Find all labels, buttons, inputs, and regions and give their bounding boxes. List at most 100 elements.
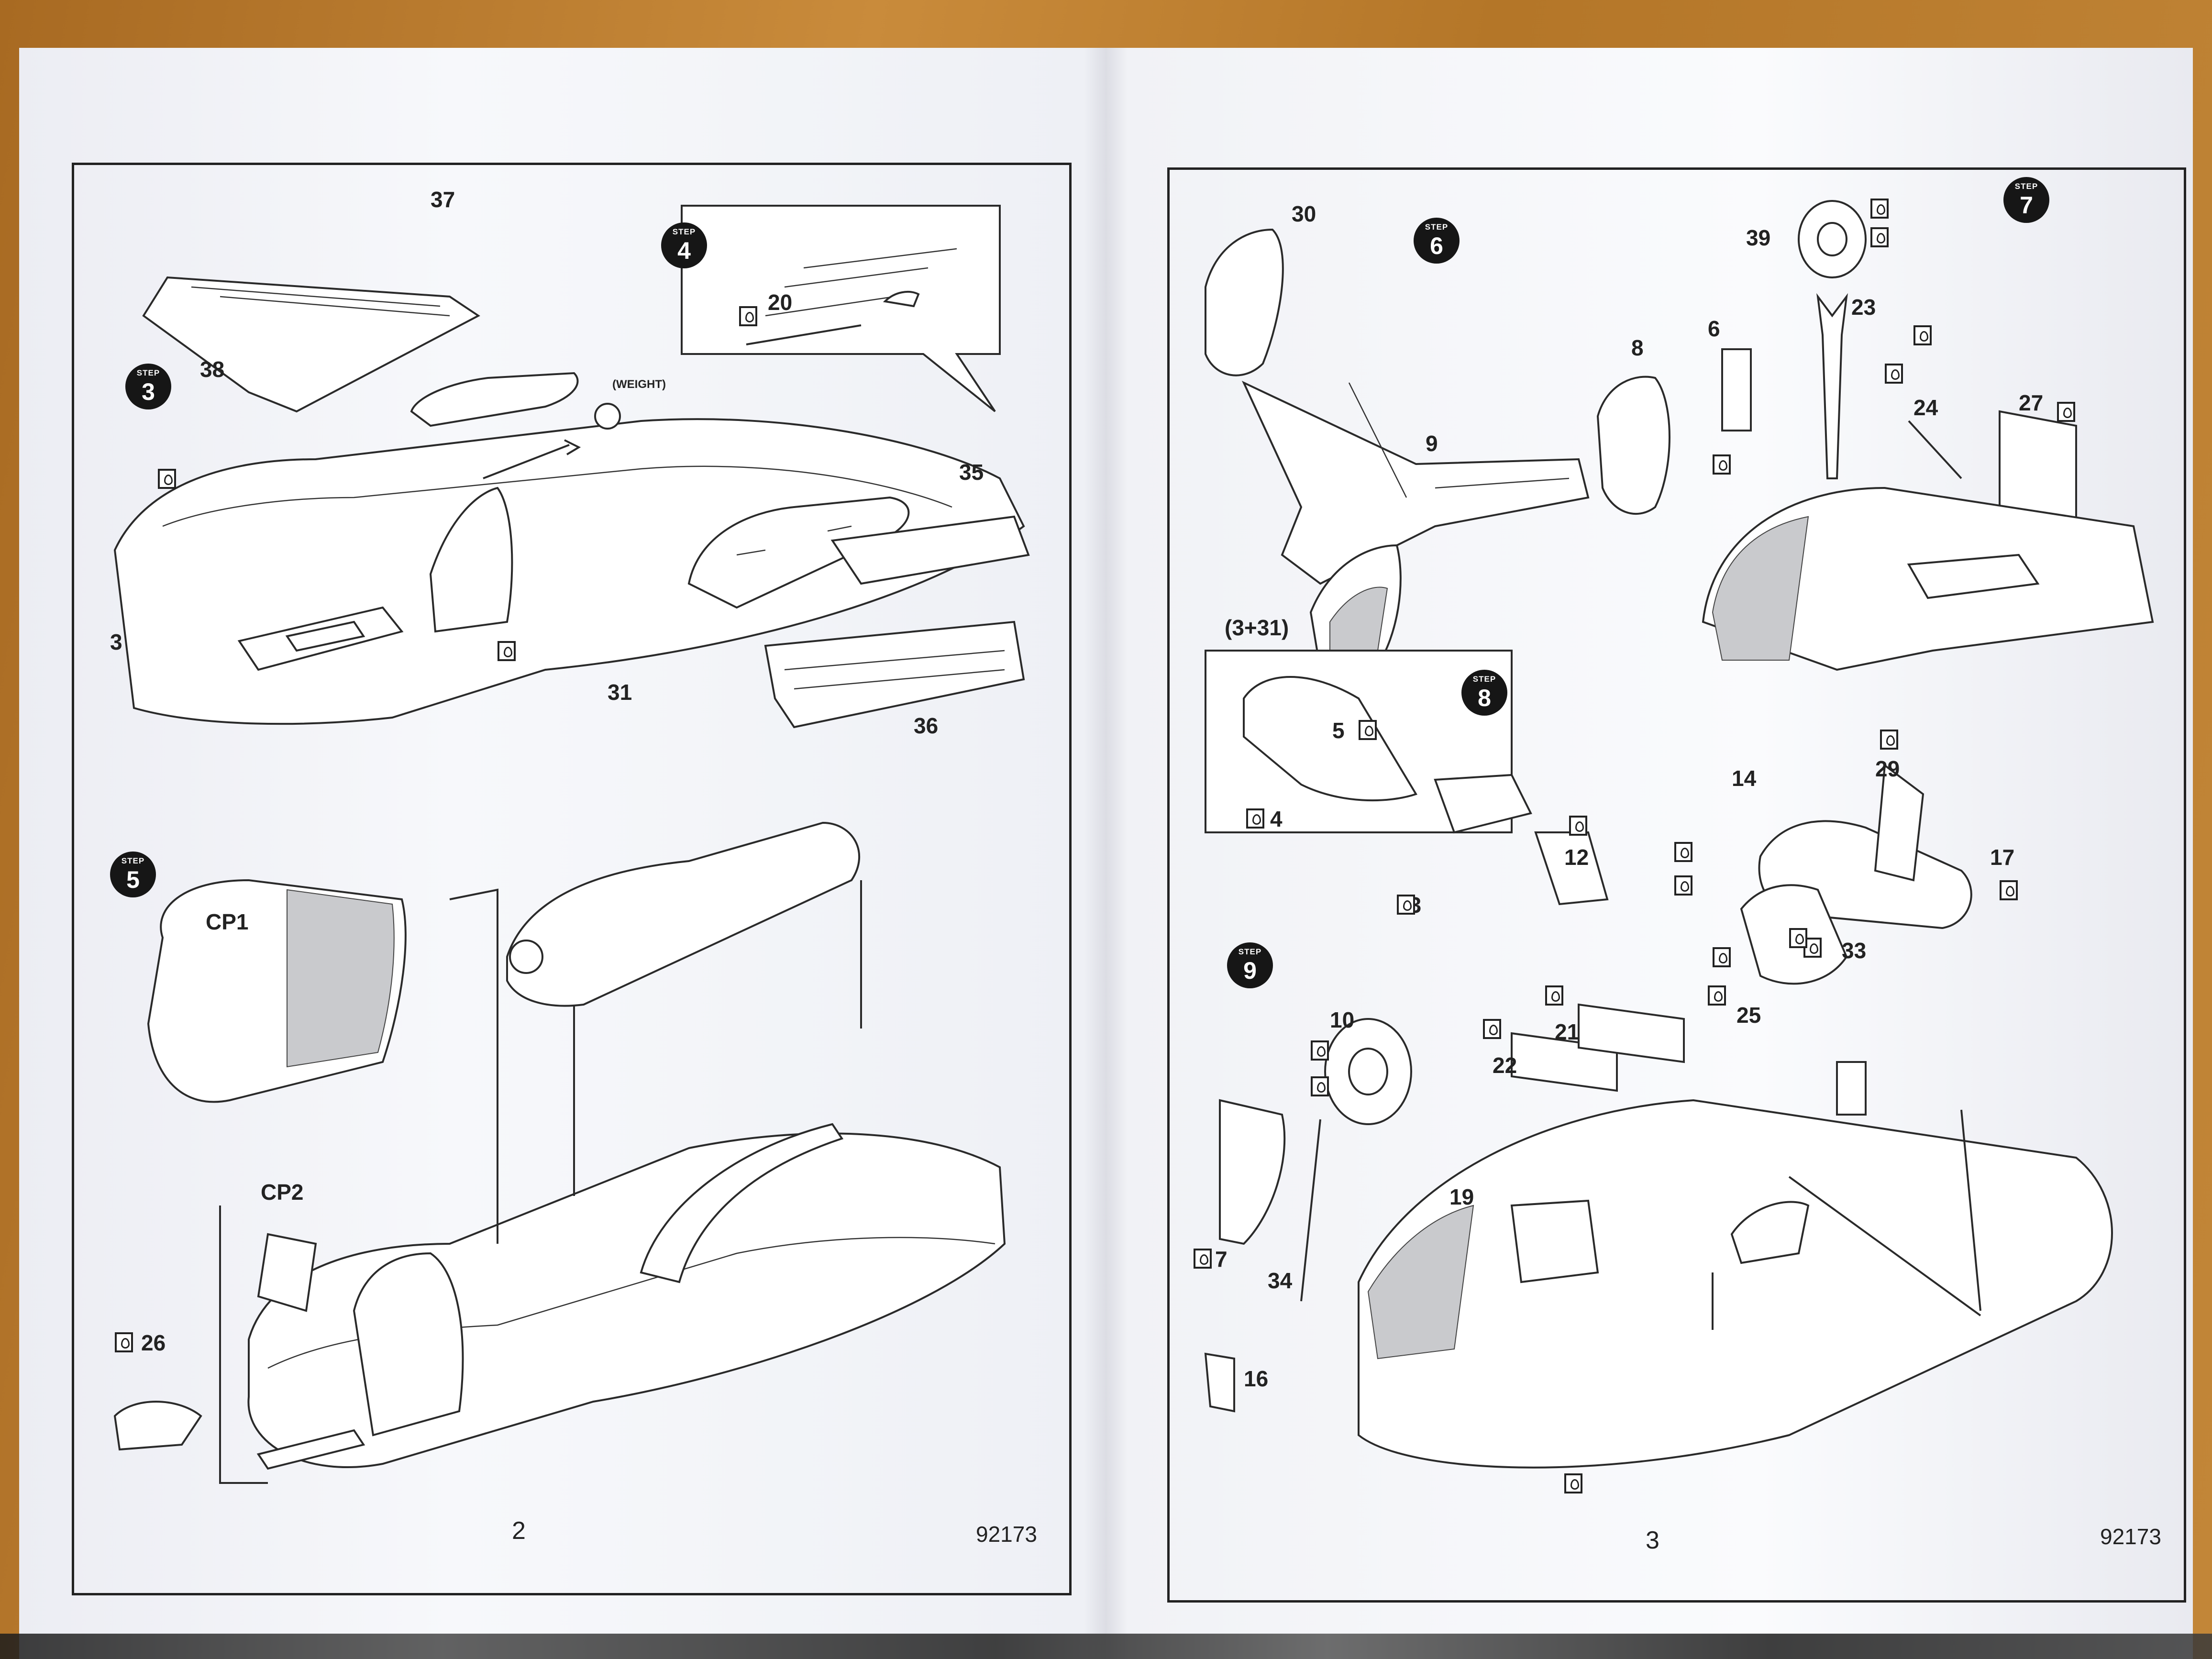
paint-drop-icon — [1246, 808, 1264, 829]
paint-drop-icon — [1913, 325, 1932, 345]
step9-maingear-drawing — [1204, 763, 2113, 1469]
part-label-27: 27 — [2019, 390, 2044, 415]
part-label-cp2: CP2 — [261, 1180, 304, 1205]
step-8-badge: STEP 8 — [1461, 670, 1507, 716]
part-label-20: 20 — [768, 290, 793, 315]
paint-drop-icon — [498, 641, 516, 661]
step-number: 3 — [142, 378, 155, 405]
step8-droptank-drawing — [1205, 650, 1609, 906]
paint-drop-icon — [1713, 947, 1731, 967]
part-label-10: 10 — [1330, 1007, 1355, 1032]
step-4-badge: STEP 4 — [661, 222, 707, 268]
part-label-39: 39 — [1746, 225, 1771, 250]
part-label-14: 14 — [1732, 766, 1757, 791]
part-label-9: 9 — [1426, 431, 1438, 456]
part-label-25: 25 — [1736, 1003, 1761, 1028]
part-label-36: 36 — [914, 713, 939, 738]
step-6-badge: STEP 6 — [1414, 218, 1460, 264]
part-label-26: 26 — [141, 1330, 166, 1355]
step-word: STEP — [1238, 947, 1262, 956]
paint-drop-icon — [1311, 1076, 1329, 1096]
part-label-3-31: (3+31) — [1225, 615, 1289, 640]
part-label-8: 8 — [1631, 335, 1644, 360]
part-label-5: 5 — [1332, 718, 1345, 743]
part-label-30: 30 — [1292, 201, 1316, 226]
paint-drop-icon — [1359, 720, 1377, 740]
paint-drop-icon — [1713, 454, 1731, 475]
part-label-4: 4 — [1270, 807, 1283, 831]
step-word: STEP — [121, 856, 145, 865]
part-label-cp1: CP1 — [206, 909, 249, 934]
page-number-left: 2 — [512, 1517, 526, 1545]
step-number: 8 — [1478, 685, 1491, 711]
step-word: STEP — [136, 368, 160, 377]
part-label-21: 21 — [1555, 1019, 1580, 1044]
paint-drop-icon — [2057, 402, 2075, 422]
part-label-6: 6 — [1708, 316, 1720, 341]
kit-number-left: 92173 — [976, 1522, 1037, 1547]
weight-icon — [594, 403, 621, 430]
step6-tail-drawing — [1205, 228, 1670, 671]
step7-gear-drawing — [1702, 200, 2154, 671]
part-label-33: 33 — [1842, 938, 1867, 963]
step-word: STEP — [672, 227, 696, 236]
step-7-badge: STEP 7 — [2003, 177, 2049, 223]
step-word: STEP — [1472, 675, 1496, 684]
part-label-35: 35 — [959, 460, 984, 485]
part-label-34: 34 — [1268, 1268, 1293, 1293]
part-label-7: 7 — [1215, 1247, 1228, 1272]
paint-drop-icon — [1789, 928, 1807, 948]
part-label-3: 3 — [110, 630, 122, 654]
part-label-29: 29 — [1875, 756, 1900, 781]
paint-drop-icon — [1674, 875, 1692, 896]
bottom-shadow — [0, 1634, 2212, 1659]
step5-canopy-drawing — [113, 821, 1006, 1484]
part-label-19: 19 — [1449, 1184, 1474, 1209]
part-label-38: 38 — [200, 357, 225, 382]
step-3-badge: STEP 3 — [125, 364, 171, 409]
paint-drop-icon — [1708, 985, 1726, 1006]
step-number: 5 — [126, 866, 140, 893]
part-label-22: 22 — [1493, 1053, 1517, 1078]
step-word: STEP — [2014, 182, 2038, 191]
paint-drop-icon — [1870, 199, 1889, 219]
paint-drop-icon — [739, 306, 757, 326]
paint-drop-icon — [1674, 842, 1692, 862]
part-label-17: 17 — [1990, 845, 2015, 870]
step-9-badge: STEP 9 — [1227, 942, 1273, 988]
instruction-sheet: STEP 3 STEP 4 STEP 5 37 38 3 31 35 36 20… — [19, 48, 2193, 1659]
part-label-31: 31 — [608, 680, 632, 705]
paint-drop-icon — [1569, 816, 1587, 836]
left-page-frame — [72, 163, 1072, 1595]
paint-drop-icon — [1397, 895, 1415, 915]
right-page-frame — [1167, 167, 2186, 1603]
part-label-12: 12 — [1564, 845, 1589, 870]
step-number: 7 — [2020, 192, 2033, 219]
paint-drop-icon — [1880, 730, 1898, 750]
kit-number-right: 92173 — [2100, 1524, 2161, 1549]
step-5-badge: STEP 5 — [110, 852, 156, 897]
step-number: 6 — [1430, 232, 1443, 259]
part-label-16: 16 — [1244, 1366, 1269, 1391]
paint-drop-icon — [2000, 880, 2018, 900]
step-number: 4 — [677, 237, 691, 264]
part-label-37: 37 — [431, 187, 455, 212]
page-number-right: 3 — [1646, 1526, 1659, 1554]
weight-note: (WEIGHT) — [612, 378, 666, 391]
paint-drop-icon — [1483, 1019, 1501, 1039]
step-number: 9 — [1243, 957, 1257, 984]
step-word: STEP — [1425, 222, 1449, 232]
paint-drop-icon — [1870, 227, 1889, 247]
paint-drop-icon — [1545, 985, 1563, 1006]
assembly-illustrations — [113, 200, 2154, 1484]
paint-drop-icon — [115, 1332, 133, 1352]
part-label-24: 24 — [1913, 395, 1938, 420]
paint-drop-icon — [1194, 1249, 1212, 1269]
paint-drop-icon — [1311, 1040, 1329, 1061]
step3-fuselage-drawing — [113, 276, 1030, 729]
part-label-23: 23 — [1851, 295, 1876, 320]
step4-callout — [681, 205, 1001, 412]
paint-drop-icon — [1885, 364, 1903, 384]
paint-drop-icon — [1564, 1473, 1582, 1493]
paint-drop-icon — [158, 469, 176, 489]
